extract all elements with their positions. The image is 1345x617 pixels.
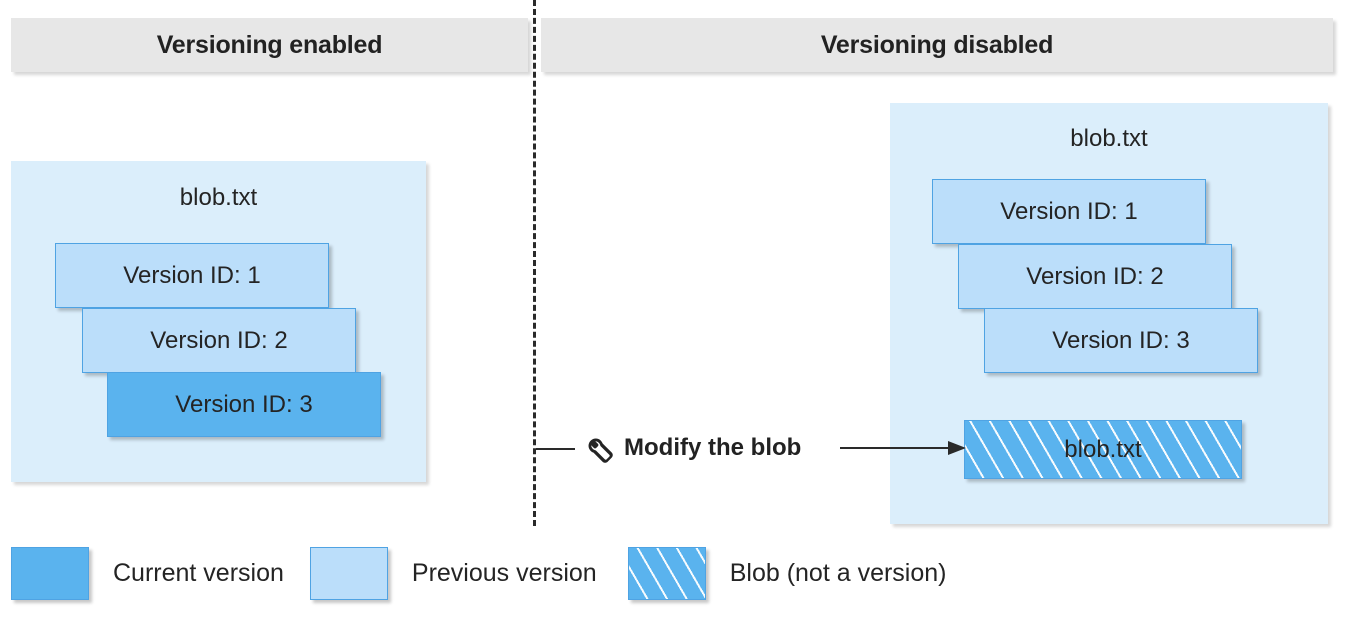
version-card-3: Version ID: 3 bbox=[107, 372, 381, 437]
legend: Current version Previous version Blob (n… bbox=[11, 543, 947, 603]
modify-blob-action: Modify the blob bbox=[534, 425, 966, 473]
column-header-versioning-disabled: Versioning disabled bbox=[541, 18, 1333, 72]
modify-blob-label: Modify the blob bbox=[624, 434, 802, 461]
blob-name-label: blob.txt bbox=[179, 184, 258, 211]
legend-label-blob-not-a-version: Blob (not a version) bbox=[729, 558, 947, 587]
version-card-2: Version ID: 2 bbox=[82, 308, 356, 373]
column-header-versioning-enabled: Versioning enabled bbox=[11, 18, 528, 72]
version-card-2: Version ID: 2 bbox=[958, 244, 1232, 309]
wrench-icon bbox=[583, 433, 617, 467]
column-divider bbox=[533, 0, 536, 526]
blob-panel-versioning-disabled: blob.txt Version ID: 1 Version ID: 2 Ver… bbox=[890, 103, 1328, 524]
legend-item-previous-version: Previous version bbox=[309, 543, 597, 603]
blob-panel-versioning-enabled: blob.txt Version ID: 1 Version ID: 2 Ver… bbox=[11, 161, 426, 482]
version-card-3: Version ID: 3 bbox=[984, 308, 1258, 373]
legend-swatch-current-version bbox=[11, 546, 89, 600]
legend-item-current-version: Current version bbox=[11, 543, 284, 603]
legend-item-blob-not-a-version: Blob (not a version) bbox=[627, 543, 947, 603]
legend-swatch-previous-version bbox=[309, 546, 388, 600]
legend-swatch-blob-not-a-version bbox=[627, 546, 706, 600]
blob-not-a-version-box: blob.txt bbox=[964, 420, 1242, 479]
version-card-1: Version ID: 1 bbox=[932, 179, 1206, 244]
legend-label-current-version: Current version bbox=[113, 558, 284, 587]
blob-name-label: blob.txt bbox=[1070, 125, 1148, 152]
version-card-1: Version ID: 1 bbox=[55, 243, 329, 308]
action-arrow-icon bbox=[840, 437, 966, 459]
legend-label-previous-version: Previous version bbox=[411, 558, 597, 587]
action-connector-line bbox=[536, 448, 575, 450]
